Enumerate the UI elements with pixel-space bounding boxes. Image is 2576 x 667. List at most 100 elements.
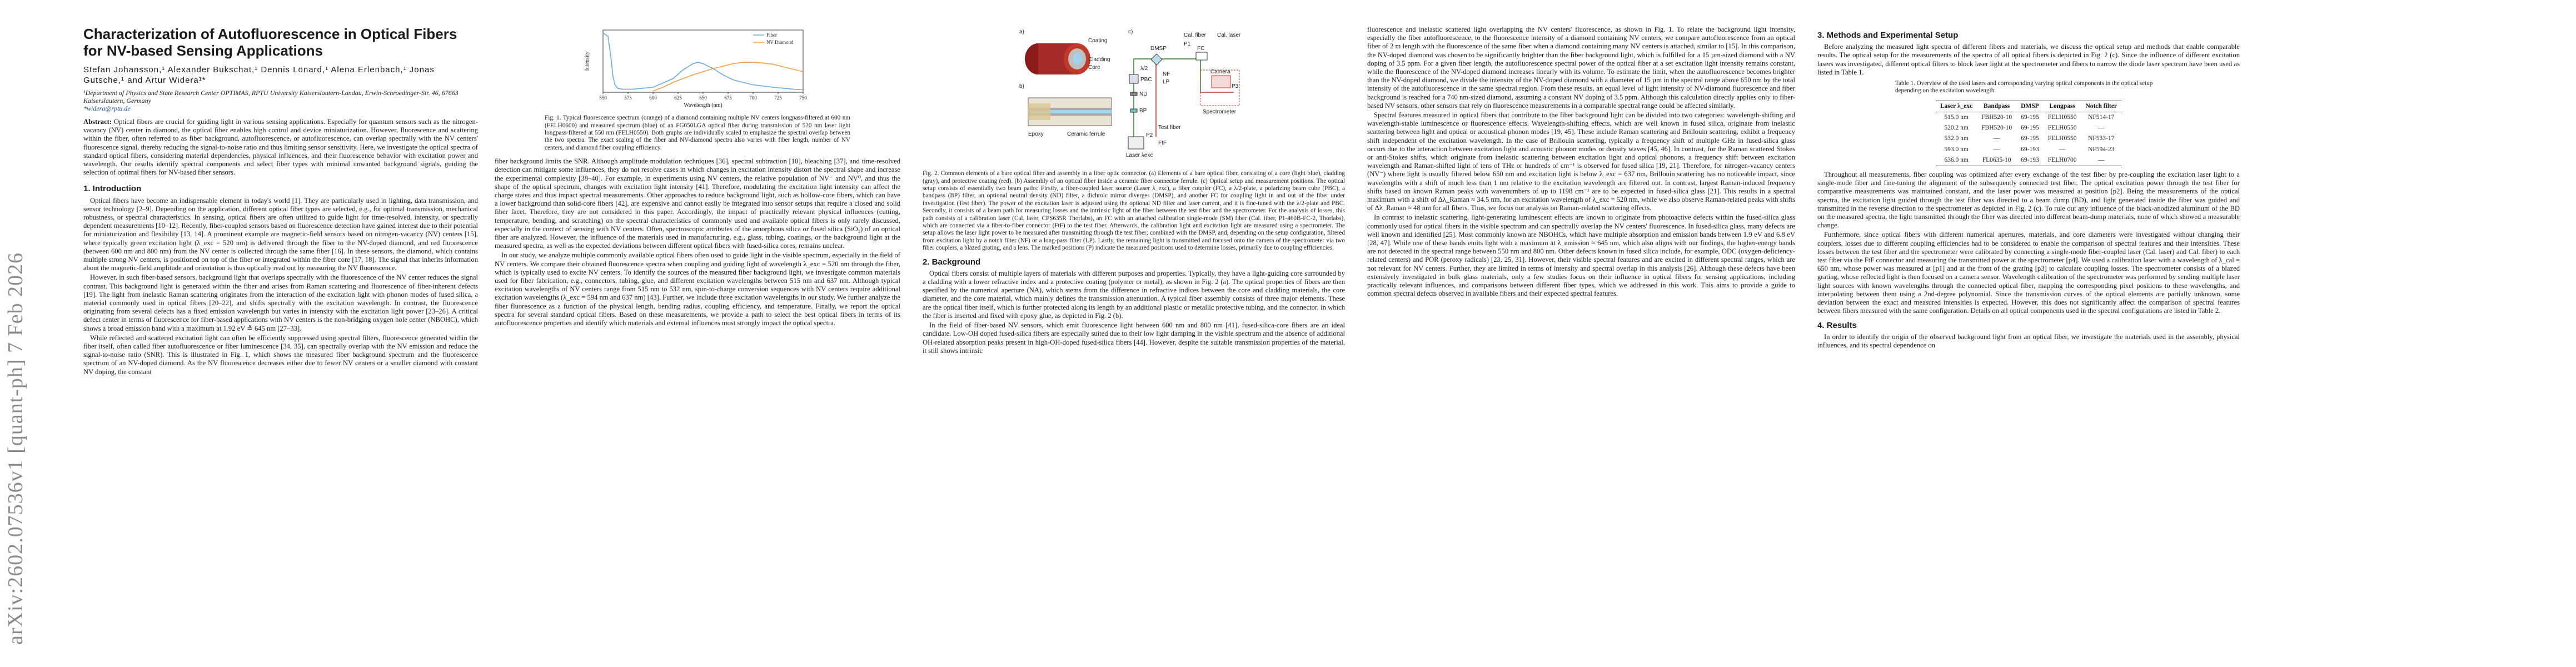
fig2-p2-label: P2	[1146, 132, 1153, 138]
table-header-cell: DMSP	[2016, 100, 2044, 113]
table-cell: 532.0 nm	[1944, 135, 1969, 142]
table-cell: NF533-17	[2088, 135, 2115, 142]
fig2-epoxy-label: Epoxy	[1028, 131, 1044, 137]
figure-2-caption: Fig. 2. Common elements of a bare optica…	[923, 170, 1345, 252]
fig2-lp-label: LP	[1163, 79, 1170, 85]
col2-paragraph-1: fiber background limits the SNR. Althoug…	[495, 157, 900, 250]
x-tick-label: 650	[699, 95, 707, 101]
intro-paragraph-3: While reflected and scattered excitation…	[83, 334, 478, 376]
legend-label: Fiber	[766, 32, 777, 38]
table-cell: 636.0 nm	[1936, 155, 1977, 167]
table-cell: 69-193	[2016, 155, 2044, 167]
methods-paragraph-1: Before analyzing the measured light spec…	[1817, 43, 2240, 76]
fiber-cross-section	[1025, 43, 1090, 74]
table-cell: NF594-23	[2088, 146, 2115, 153]
fig2-cladding-label: Cladding	[1088, 57, 1110, 63]
intro-paragraph-1: Optical fibers have become an indispensa…	[83, 196, 478, 272]
affiliation-text: ¹Department of Physics and State Researc…	[83, 89, 459, 104]
fig2-p3-label: P3	[1232, 83, 1239, 89]
fig2-laser-label: Laser λexc	[1126, 152, 1153, 158]
fig2-fc-box	[1195, 52, 1208, 61]
table-1-caption: Table 1. Overview of the used lasers and…	[1895, 80, 2153, 94]
corresponding-email[interactable]: *widera@rptu.de	[83, 104, 131, 112]
x-tick-label: 675	[724, 95, 732, 101]
fig2-ferrule-label: Ceramic ferrule	[1067, 131, 1105, 137]
fig2-camera-label: Camera	[1210, 69, 1230, 75]
affiliation: ¹Department of Physics and State Researc…	[83, 89, 478, 112]
background-paragraph-1: Optical fibers consist of multiple layer…	[923, 269, 1345, 320]
fig2-panel-a-label: a)	[1019, 29, 1024, 35]
table-cell: FL0635-10	[1977, 155, 2017, 167]
fig2-camera-box	[1211, 75, 1231, 88]
author-list: Stefan Johansson,¹ Alexander Bukschat,¹ …	[83, 65, 435, 85]
fig2-nf-label: NF	[1163, 71, 1170, 77]
methods-paragraph-2: Throughout all measurements, fiber coupl…	[1817, 171, 2240, 230]
figure-2: a) Coating Cladding Core b) Epoxy Cerami…	[1017, 26, 1250, 167]
fig2-coating-label: Coating	[1088, 38, 1107, 44]
fig2-core-label: Core	[1088, 64, 1100, 71]
background-paragraph-2: In the field of fiber-based NV sensors, …	[923, 321, 1345, 355]
x-tick-label: 550	[599, 95, 607, 101]
fig2-bp-label: BP	[1139, 108, 1147, 114]
fig2-fc-label: FC	[1197, 46, 1204, 52]
table-header-cell: Laser λ_exc	[1936, 100, 1977, 113]
results-paragraph-1: In order to identify the origin of the o…	[1817, 332, 2240, 349]
abstract: Abstract: Optical fibers are crucial for…	[83, 118, 478, 177]
fig2-dmsp	[1150, 53, 1163, 66]
table-cell: FBH520-10	[1981, 125, 2012, 132]
x-tick-label: 625	[674, 95, 682, 101]
intro-paragraph-2: However, in such fiber-based sensors, ba…	[83, 273, 478, 332]
col2-paragraph-2: In our study, we analyze multiple common…	[495, 251, 900, 327]
fig2-cal-laser-label: Cal. laser	[1217, 32, 1241, 38]
table-cell: FELH0550	[2047, 135, 2077, 142]
fig2-ftf-label: FtF	[1158, 140, 1167, 146]
table-cell: 69-195	[2021, 135, 2039, 142]
legend-label: NV Diamond	[766, 39, 794, 45]
table-header-cell: Notch filter	[2081, 100, 2121, 113]
abstract-text: Optical fibers are crucial for guiding l…	[83, 118, 478, 177]
fig2-spectrometer-label: Spectrometer	[1203, 109, 1237, 115]
col4-paragraph-3: In contrast to inelastic scattering, lig…	[1367, 213, 1795, 298]
table-header-cell: Bandpass	[1977, 100, 2017, 113]
abstract-label: Abstract:	[83, 118, 112, 126]
table-cell: —	[1993, 146, 2000, 153]
table-cell: FBH520-10	[1981, 114, 2012, 121]
methods-paragraph-3: Furthermore, since optical fibers with d…	[1817, 231, 2240, 315]
table-cell: FELH0550	[2047, 125, 2077, 132]
fig2-cal-fiber-label: Cal. fiber	[1184, 32, 1207, 38]
x-tick-label: 750	[799, 95, 807, 101]
x-tick-label: 600	[649, 95, 657, 101]
fig2-nd-filter	[1130, 92, 1138, 96]
fig2-p1-label: P1	[1184, 41, 1191, 47]
section-methods-heading: 3. Methods and Experimental Setup	[1817, 31, 1959, 40]
fig2-bp-filter	[1130, 108, 1138, 113]
table-cell: NF514-17	[2088, 114, 2115, 121]
fig2-panel-b-label: b)	[1019, 83, 1024, 89]
table-cell: 515.0 nm	[1944, 114, 1969, 121]
x-tick-label: 700	[749, 95, 757, 101]
x-axis-label: Wavelength (nm)	[684, 102, 722, 108]
fig2-laser-box	[1128, 136, 1144, 150]
x-tick-label: 725	[774, 95, 782, 101]
series-line-fiber	[602, 32, 804, 91]
section-introduction-heading: 1. Introduction	[83, 184, 142, 194]
fig2-spectrometer-box	[1200, 69, 1240, 106]
table-cell: 520.2 nm	[1944, 125, 1969, 132]
x-tick-label: 575	[624, 95, 632, 101]
fig2-pbc	[1129, 74, 1139, 84]
table-cell: —	[2081, 155, 2121, 167]
table-cell: —	[2059, 146, 2066, 153]
table-body: 515.0 nm FBH520-10 69-195 FELH0550 NF514-17 5…	[1936, 112, 2121, 167]
ferrule-assembly	[1028, 97, 1112, 126]
fig2-half-wave-label: λ/2	[1140, 66, 1148, 72]
fig2-pbc-label: PBC	[1140, 77, 1152, 83]
paper-title: Characterization of Autofluorescence in …	[83, 26, 457, 59]
table-cell: FELH0700	[2043, 155, 2081, 167]
